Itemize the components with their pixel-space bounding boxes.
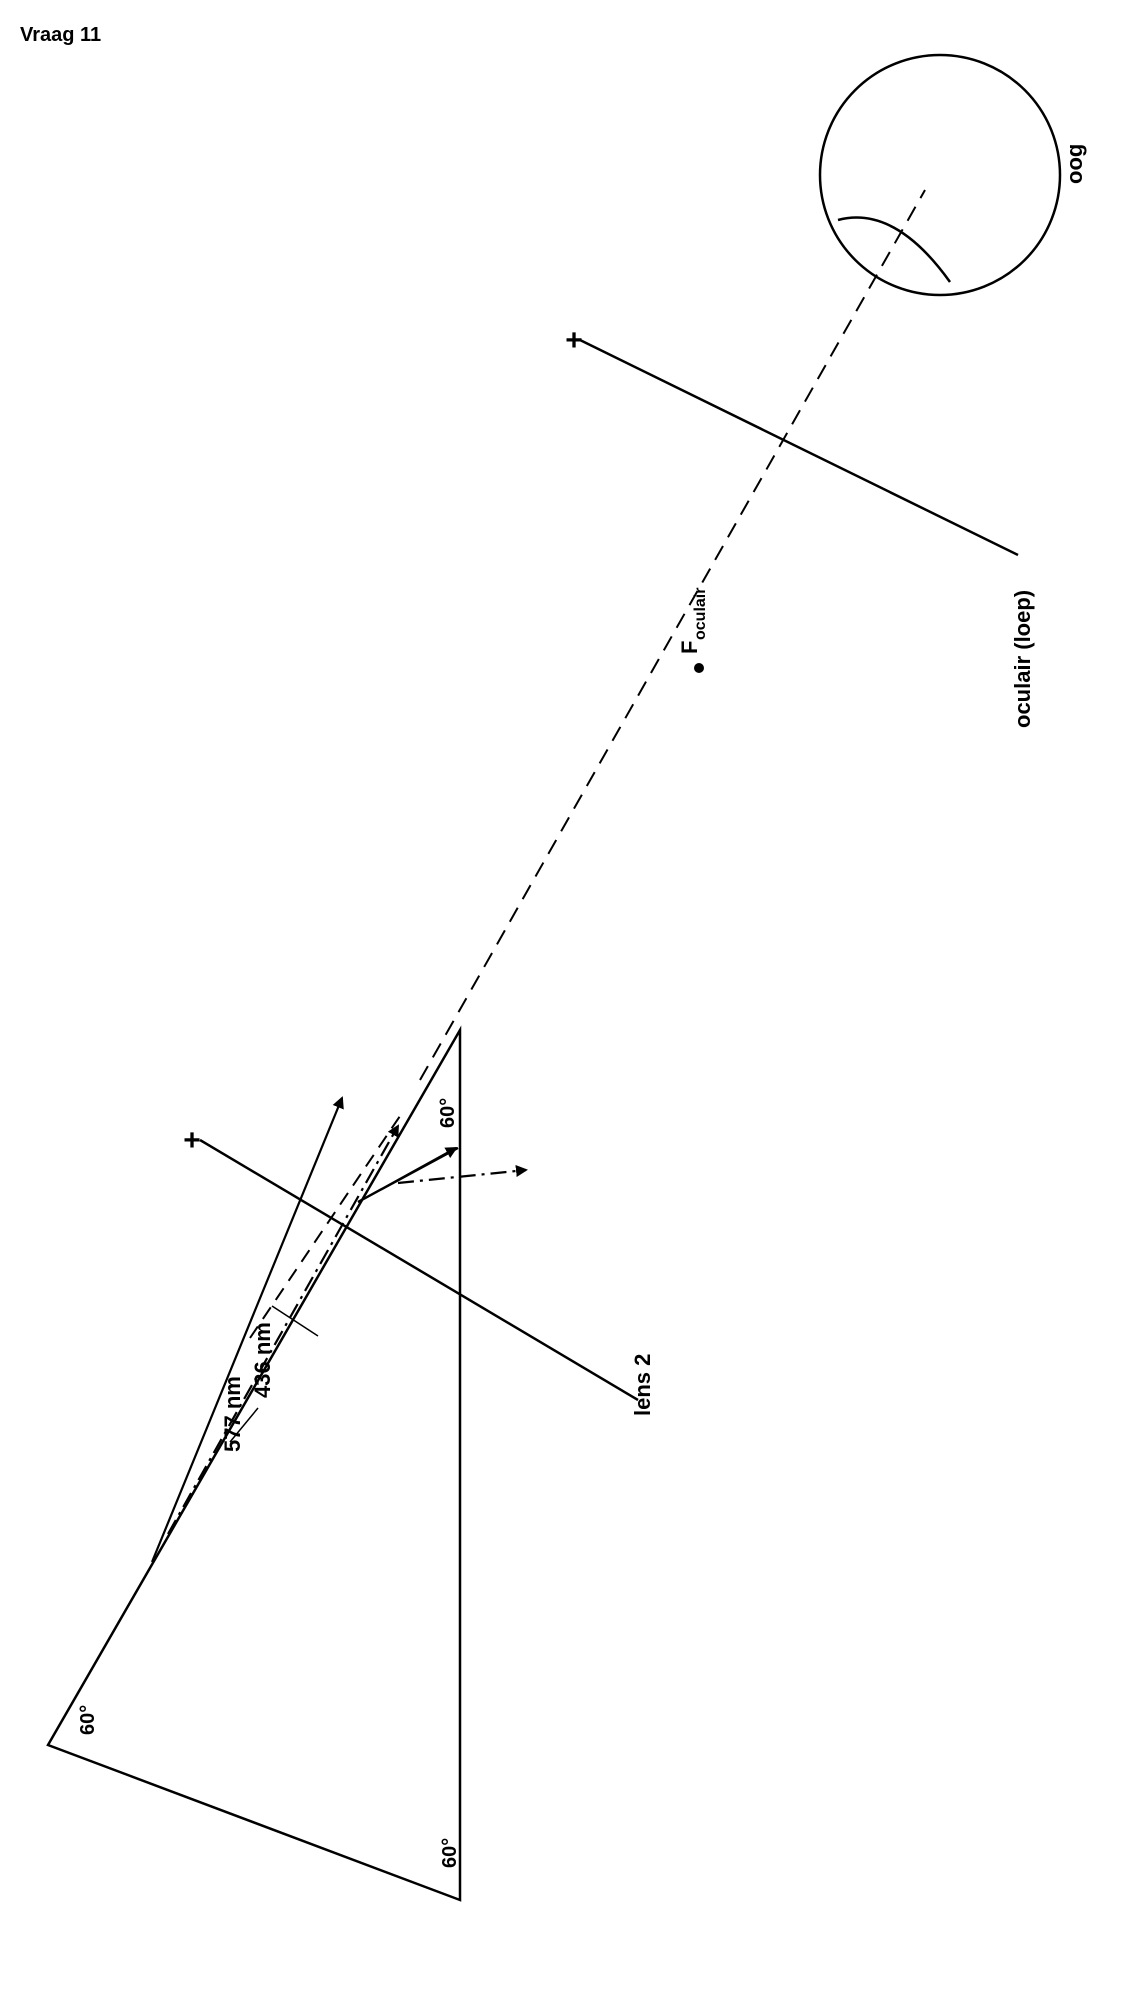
question-title: Vraag 11 bbox=[20, 24, 102, 46]
ray-436nm-a bbox=[167, 1124, 399, 1535]
eyepiece-lens bbox=[579, 338, 1019, 557]
angle-left: 60° bbox=[77, 1705, 99, 1735]
label-eyepiece: oculair (loep) bbox=[1010, 590, 1035, 728]
ray-exit-dashed bbox=[249, 1115, 401, 1339]
angle-bottom: 60° bbox=[439, 1838, 461, 1868]
angle-top: 60° bbox=[437, 1098, 459, 1128]
focal-point-oculair bbox=[694, 663, 704, 673]
leader-436nm bbox=[271, 1305, 319, 1337]
eye-lens bbox=[837, 216, 952, 283]
prism bbox=[46, 1025, 462, 1902]
ray-436nm-b bbox=[397, 1165, 528, 1185]
label-436nm: 436 nm bbox=[250, 1322, 275, 1398]
leader-577nm bbox=[229, 1407, 259, 1443]
label-eye: oog bbox=[1062, 144, 1087, 184]
ray-577nm-a bbox=[150, 1096, 344, 1563]
label-focus-subscript: oculair bbox=[692, 588, 709, 640]
label-lens-2: lens 2 bbox=[630, 1354, 655, 1416]
label-focus-f: F bbox=[677, 641, 702, 654]
eyepiece-plus-sign: + bbox=[565, 324, 583, 357]
ray-577nm-c bbox=[357, 1147, 459, 1203]
label-577nm: 577 nm bbox=[220, 1376, 245, 1452]
eye bbox=[818, 53, 1062, 297]
optical-axis bbox=[419, 189, 926, 1081]
lens-2 bbox=[199, 1138, 639, 1402]
lens-2-plus-sign: + bbox=[183, 1124, 201, 1157]
